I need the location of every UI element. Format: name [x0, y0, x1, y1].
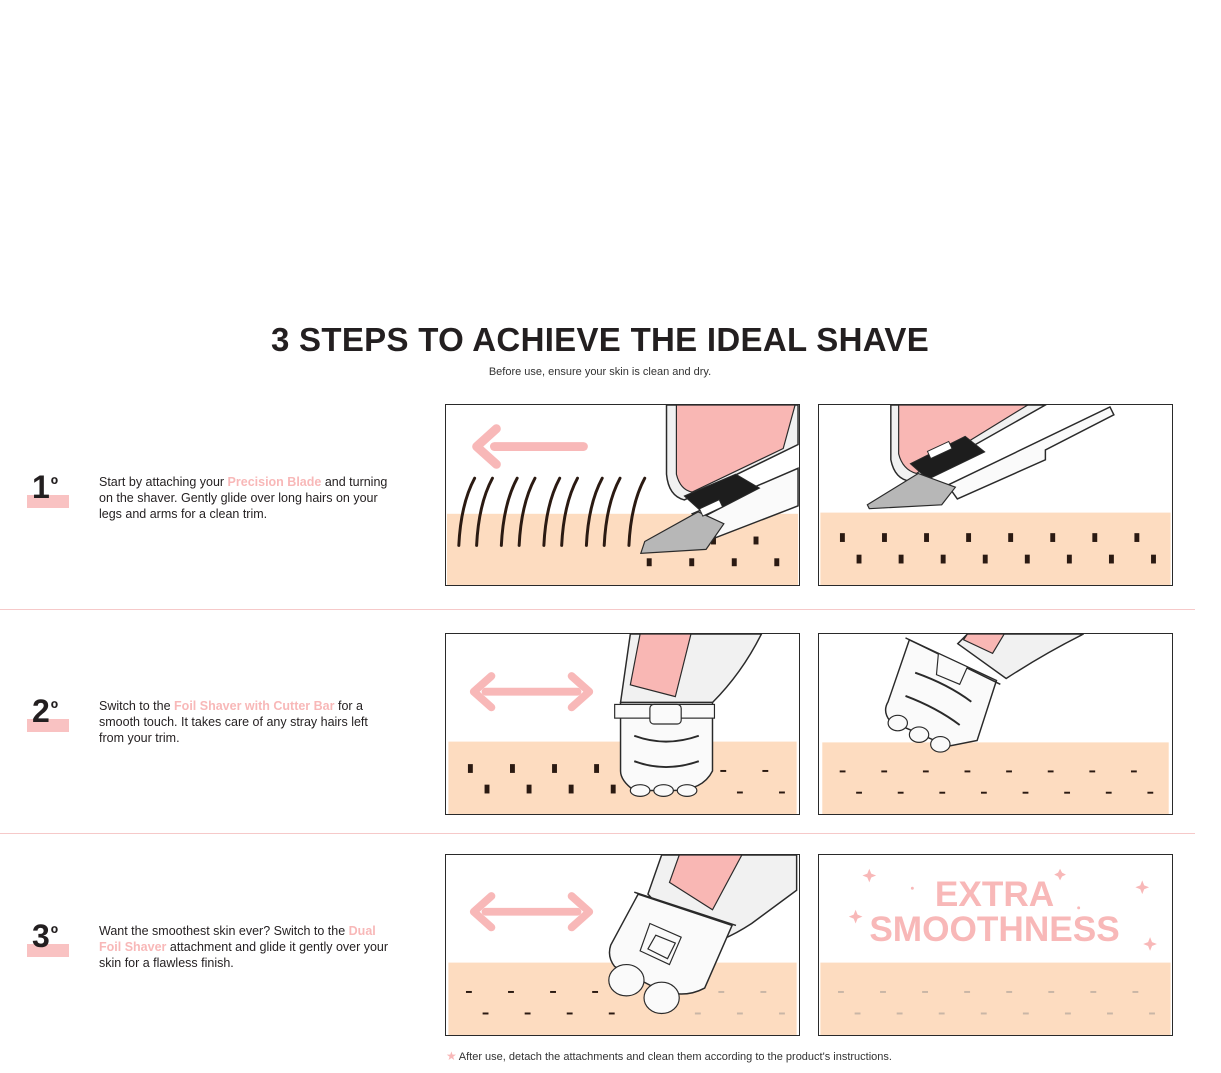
dual-foil-shaver-shaving-illustration [448, 855, 798, 1035]
precision-blade-result-illustration [820, 405, 1171, 585]
step-number-underline [27, 719, 69, 732]
step-number-badge: 1º [27, 471, 69, 513]
step-number-underline [27, 944, 69, 957]
step-2-illustration-after [818, 633, 1173, 815]
result-title-line-2: SMOOTHNESS [869, 910, 1119, 949]
section-divider [0, 833, 1195, 834]
step-description: Start by attaching your Precision Blade … [99, 475, 388, 521]
step-2-illustration-before [445, 633, 800, 815]
result-title-line-1: EXTRA [935, 875, 1054, 914]
section-divider [0, 609, 1195, 610]
step-3-illustration-before [445, 854, 800, 1036]
step-number: 1º [32, 469, 59, 505]
extra-smoothness-illustration: EXTRA SMOOTHNESS [820, 868, 1171, 1035]
foil-shaver-result-illustration [822, 634, 1169, 814]
page-title: 3 STEPS TO ACHIEVE THE IDEAL SHAVE [270, 321, 930, 358]
footnote: ★After use, detach the attachments and c… [446, 1049, 892, 1063]
step-1-illustration-after [818, 404, 1173, 586]
page-subtitle: Before use, ensure your skin is clean an… [488, 366, 712, 378]
step-description: Want the smoothest skin ever? Switch to … [99, 924, 389, 970]
sparkle-icon [848, 868, 1157, 951]
star-icon: ★ [446, 1049, 457, 1063]
step-3-result-panel: EXTRA SMOOTHNESS [818, 854, 1173, 1036]
step-number-badge: 2º [27, 695, 69, 737]
step-1-illustration-before [445, 404, 800, 586]
footnote-text: After use, detach the attachments and cl… [458, 1051, 892, 1063]
precision-blade-trimming-illustration [446, 405, 799, 585]
step-number-badge: 3º [27, 920, 69, 962]
step-number: 3º [32, 918, 59, 954]
step-description: Switch to the Foil Shaver with Cutter Ba… [99, 699, 368, 745]
step-number: 2º [32, 693, 59, 729]
attachment-name: Dual Foil Shaver [99, 924, 376, 954]
step-number-underline [27, 495, 69, 508]
foil-shaver-shaving-illustration [448, 634, 797, 814]
attachment-name: Precision Blade [227, 475, 322, 489]
attachment-name: Foil Shaver with Cutter Bar [174, 699, 335, 713]
